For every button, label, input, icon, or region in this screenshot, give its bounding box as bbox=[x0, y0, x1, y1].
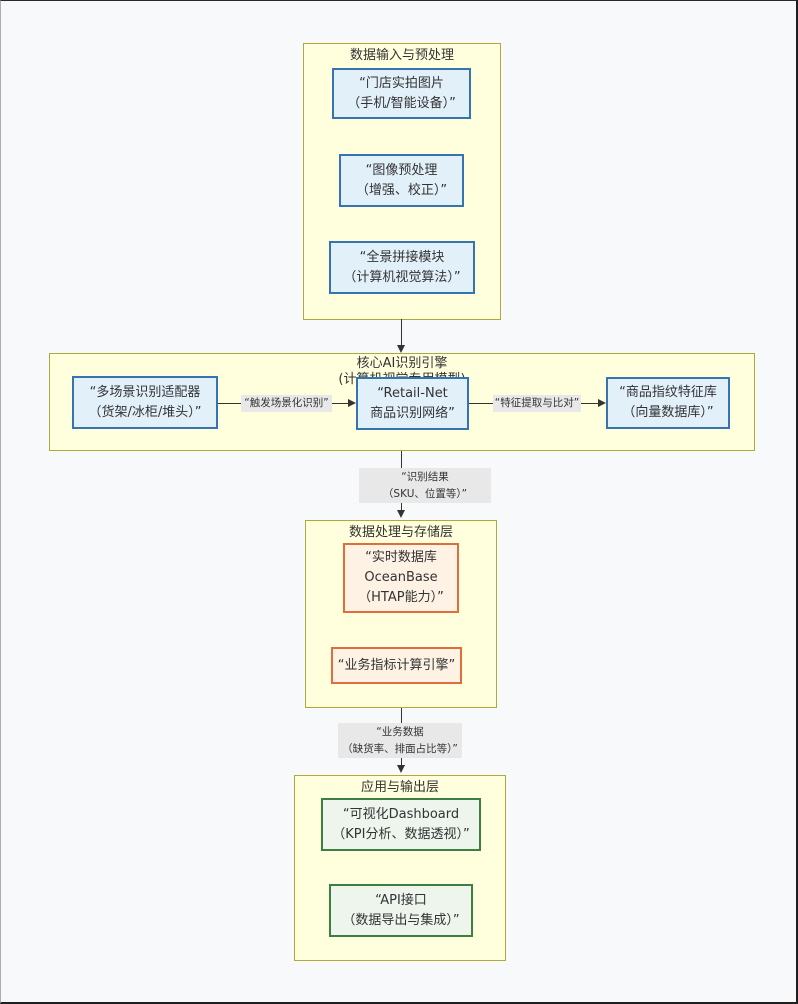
node-text-line2: （手机/智能设备）” bbox=[347, 95, 456, 111]
edge-label-feature-extraction-compare: “特征提取与比对” bbox=[493, 395, 581, 412]
node-image-preprocessing: “图像预处理 （增强、校正）” bbox=[339, 154, 464, 207]
arrowhead-down-icon bbox=[397, 765, 405, 773]
node-product-fingerprint-db: “商品指纹特征库 （向量数据库）” bbox=[606, 377, 730, 429]
node-text-line1: “API接口 bbox=[375, 892, 427, 908]
node-realtime-database-oceanbase: “实时数据库 OceanBase （HTAP能力）” bbox=[343, 543, 459, 613]
arrowhead-down-icon bbox=[397, 510, 405, 518]
node-multi-scene-adapter: “多场景识别适配器 （货架/冰柜/堆头）” bbox=[72, 376, 218, 429]
node-text-line2: （向量数据库）” bbox=[622, 405, 714, 420]
node-text-line1: “图像预处理 bbox=[365, 162, 438, 178]
edge-label-line2: （SKU、位置等）” bbox=[382, 487, 468, 500]
node-text-line1: “实时数据库 bbox=[365, 550, 437, 565]
edge-label-line1: “业务数据 bbox=[376, 725, 424, 738]
node-text-line2: OceanBase bbox=[364, 570, 438, 585]
edge-label-text: “触发场景化识别” bbox=[244, 397, 329, 409]
edge-label-text: “特征提取与比对” bbox=[494, 397, 580, 409]
node-text-line1: “业务指标计算引擎” bbox=[337, 657, 456, 673]
node-text-line1: “全景拼接模块 bbox=[359, 249, 445, 265]
arrow-input-to-engine bbox=[401, 319, 402, 346]
node-text-line1: “Retail-Net bbox=[377, 385, 448, 401]
node-text-line2: （计算机视觉算法）” bbox=[343, 269, 461, 285]
node-retail-net: “Retail-Net 商品识别网络” bbox=[356, 377, 469, 430]
node-panorama-stitching: “全景拼接模块 （计算机视觉算法）” bbox=[329, 241, 475, 294]
node-text-line1: “多场景识别适配器 bbox=[89, 384, 201, 400]
subgraph-title: 数据处理与存储层 bbox=[348, 525, 453, 540]
node-text-line1: “门店实拍图片 bbox=[359, 75, 444, 91]
edge-label-trigger-scene-recognition: “触发场景化识别” bbox=[241, 395, 332, 412]
node-text-line2: 商品识别网络” bbox=[370, 405, 455, 421]
node-visualization-dashboard: “可视化Dashboard （KPI分析、数据透视）” bbox=[321, 798, 481, 851]
subgraph-title-line1: 核心AI识别引擎 bbox=[356, 356, 448, 371]
subgraph-title: 数据输入与预处理 bbox=[349, 48, 454, 63]
node-store-photos: “门店实拍图片 （手机/智能设备）” bbox=[332, 68, 471, 119]
arrowhead-down-icon bbox=[397, 345, 405, 353]
node-business-metrics-engine: “业务指标计算引擎” bbox=[331, 647, 462, 684]
subgraph-title: 应用与输出层 bbox=[360, 780, 439, 795]
node-text-line3: （HTAP能力）” bbox=[358, 590, 444, 605]
node-api-interface: “API接口 （数据导出与集成）” bbox=[329, 884, 473, 937]
node-text-line1: “商品指纹特征库 bbox=[619, 385, 717, 400]
node-text-line2: （增强、校正）” bbox=[355, 182, 448, 198]
node-text-line2: （货架/冰柜/堆头）” bbox=[88, 404, 202, 420]
edge-label-line2: （缺货率、排面占比等）” bbox=[342, 742, 458, 755]
edge-label-line1: “识别结果 bbox=[401, 470, 449, 483]
node-text-line1: “可视化Dashboard bbox=[342, 806, 460, 822]
node-text-line2: （KPI分析、数据透视）” bbox=[332, 826, 470, 842]
node-text-line2: （数据导出与集成）” bbox=[342, 912, 460, 928]
arrowhead-right-icon bbox=[598, 399, 606, 407]
arrowhead-right-icon bbox=[348, 399, 356, 407]
edge-label-business-data: “业务数据 （缺货率、排面占比等）” bbox=[338, 723, 462, 758]
edge-label-recognition-result: “识别结果 （SKU、位置等）” bbox=[359, 468, 491, 503]
